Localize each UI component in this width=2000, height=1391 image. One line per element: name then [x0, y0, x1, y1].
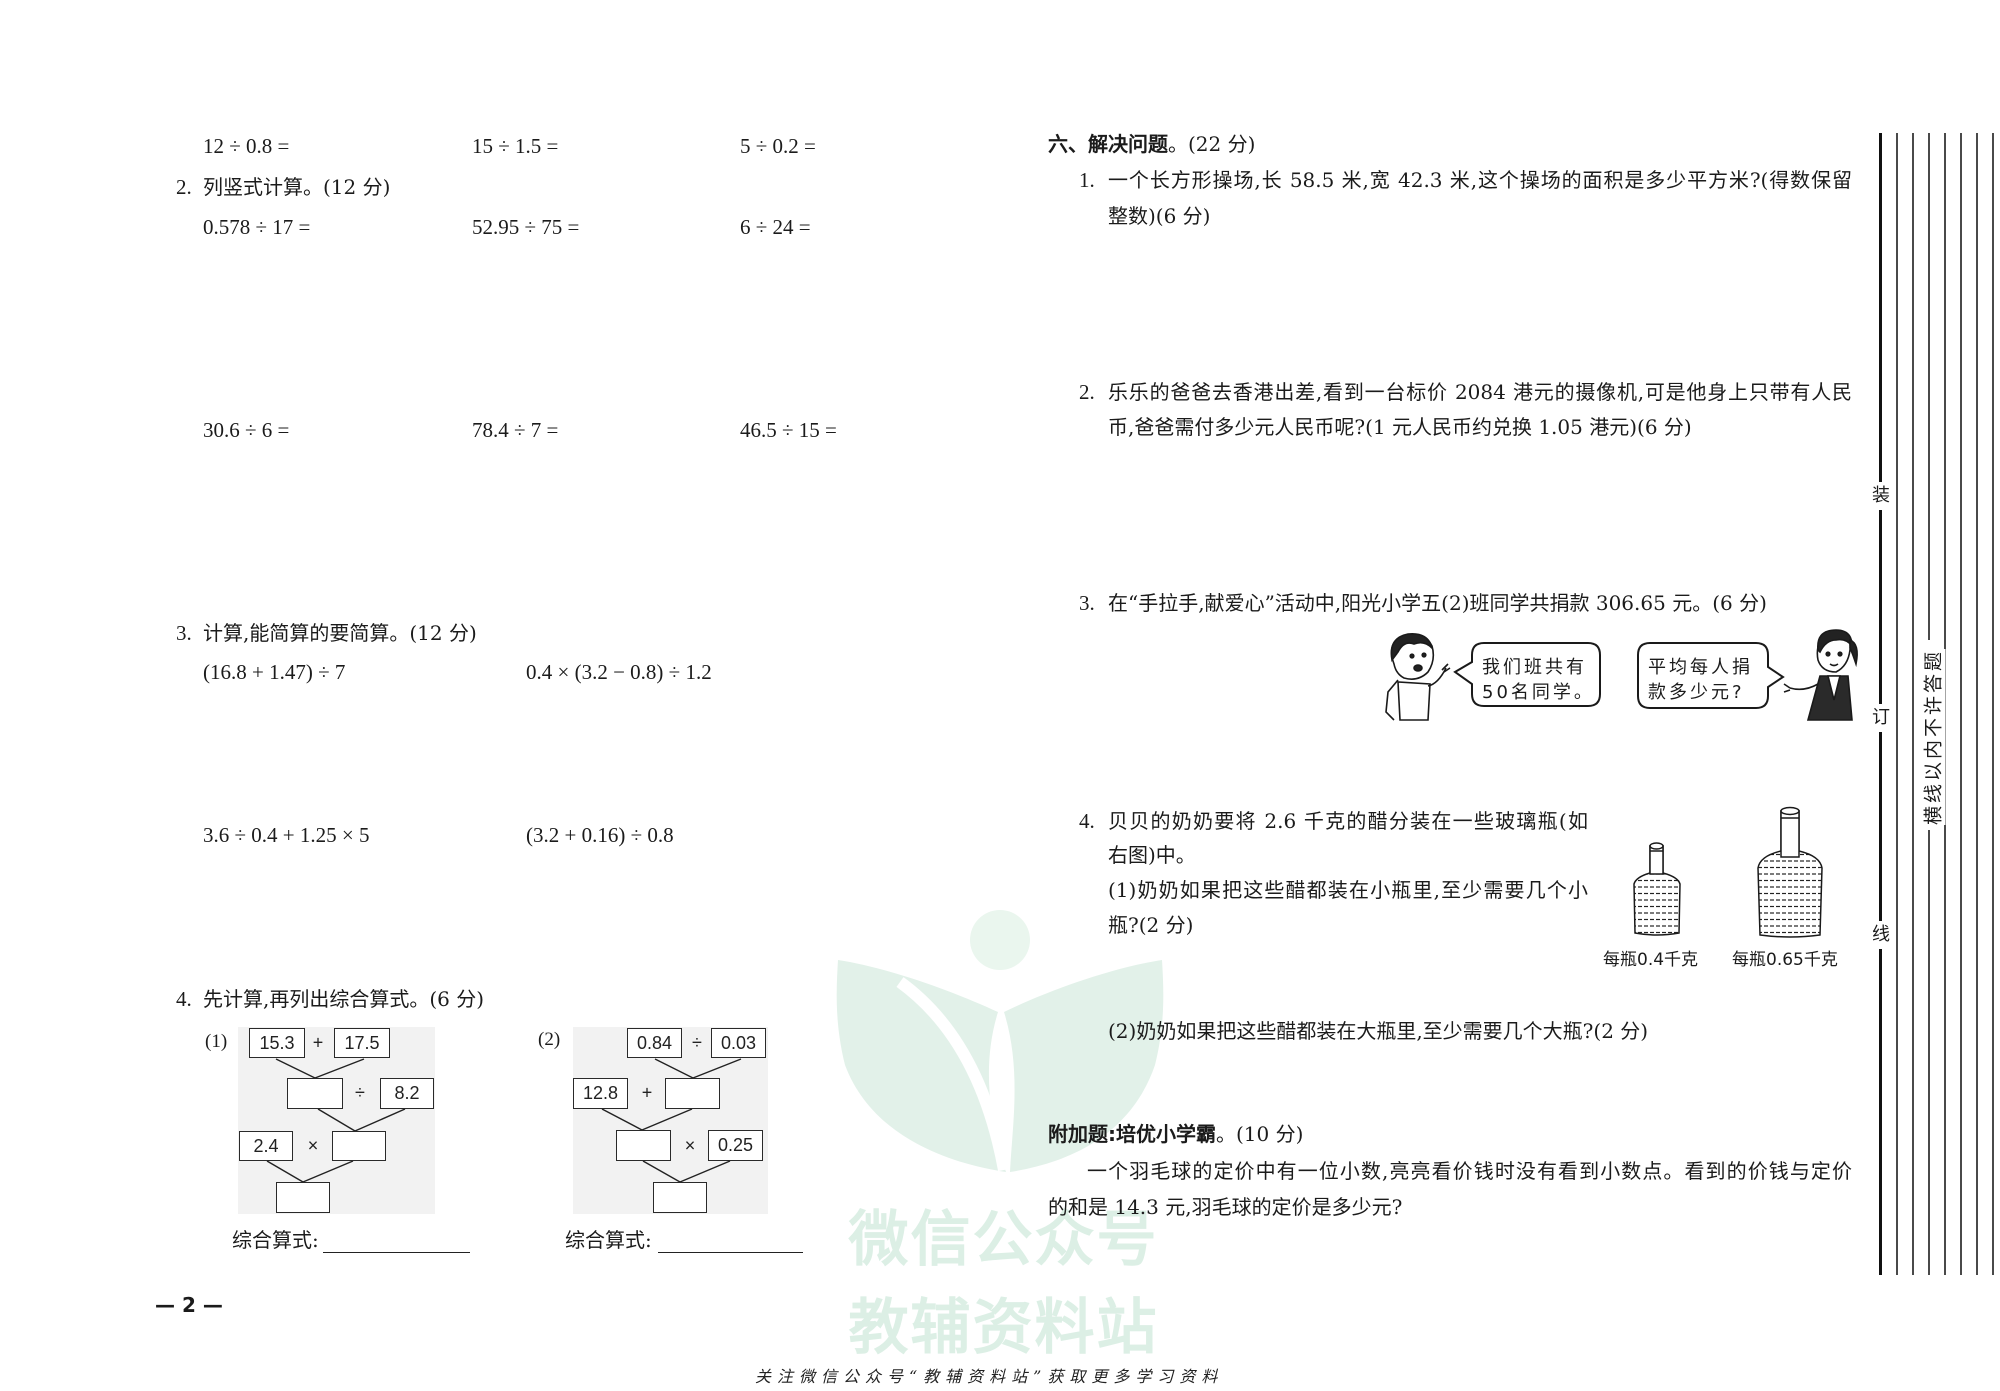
binding-line — [1912, 133, 1914, 1275]
bubble-line: 50名同学。 — [1482, 682, 1595, 703]
question-text: 右图)中。 — [1108, 843, 1196, 867]
vertical-calc-item: 46.5 ÷ 15 = — [740, 418, 837, 442]
operator-symbol: + — [641, 1082, 653, 1103]
bubble-line: 我们班共有 — [1482, 657, 1587, 678]
operator-symbol: × — [684, 1135, 696, 1156]
small-bottle-caption: 每瓶0.4千克 — [1603, 950, 1699, 970]
question-number: 1. — [1079, 168, 1095, 192]
bonus-question-text: 一个羽毛球的定价中有一位小数,亮亮看价钱时没有看到小数点。看到的价钱与定价 — [1087, 1159, 1852, 1183]
bonus-title-bold: 附加题:培优小学霸 — [1048, 1122, 1216, 1146]
large-bottle-icon — [1757, 806, 1823, 938]
question-text: 一个长方形操场,长 58.5 米,宽 42.3 米,这个操场的面积是多少平方米?… — [1108, 168, 1852, 192]
question-text: 在“手拉手,献爱心”活动中,阳光小学五(2)班同学共捐款 306.65 元。(6… — [1108, 591, 1767, 615]
diagram-result-box — [653, 1182, 707, 1213]
question-title: 列竖式计算。(12 分) — [203, 175, 391, 199]
question-title: 计算,能简算的要简算。(12 分) — [203, 621, 477, 645]
binding-line — [1928, 830, 1930, 1275]
vertical-calc-item: 0.578 ÷ 17 = — [203, 215, 311, 239]
question-number: 4. — [1079, 809, 1095, 833]
diagram-box: 0.25 — [708, 1130, 763, 1161]
diagram-label: (1) — [205, 1031, 228, 1052]
section-title-score: 。(22 分) — [1168, 132, 1256, 156]
bonus-title-score: 。(10 分) — [1216, 1122, 1304, 1146]
binding-line — [1960, 133, 1962, 1275]
speech-bubble-boy-text: 我们班共有 50名同学。 — [1482, 655, 1595, 705]
simplify-calc-item: (16.8 + 1.47) ÷ 7 — [203, 660, 346, 684]
diagram-label: (2) — [538, 1029, 561, 1050]
diagram-box: 17.5 — [334, 1028, 390, 1058]
watermark-text-line2: 教辅资料站 — [848, 1293, 1159, 1363]
watermark-text-line1: 微信公众号 — [848, 1205, 1159, 1275]
girl-illustration-icon — [1783, 629, 1858, 721]
page-number: — 2 — — [155, 1293, 223, 1317]
binding-line — [1896, 133, 1898, 1275]
question-text: 贝贝的奶奶要将 2.6 千克的醋分装在一些玻璃瓶(如 — [1108, 809, 1588, 833]
vertical-calc-item: 52.95 ÷ 75 = — [472, 215, 580, 239]
combined-formula-label: 综合算式: — [565, 1228, 652, 1252]
small-bottle-icon — [1633, 842, 1681, 936]
diagram-answer-box — [665, 1078, 720, 1109]
binding-mark: 装 — [1872, 482, 1890, 510]
sub-question-text: 瓶?(2 分) — [1108, 913, 1194, 937]
diagram-box: 0.84 — [627, 1028, 682, 1058]
bubble-line: 平均每人捐 — [1648, 657, 1753, 678]
bonus-title: 附加题:培优小学霸。(10 分) — [1048, 1121, 1303, 1147]
boy-illustration-icon — [1385, 632, 1451, 721]
vertical-calc-item: 6 ÷ 24 = — [740, 215, 811, 239]
simplify-calc-item: (3.2 + 0.16) ÷ 0.8 — [526, 823, 674, 847]
combined-formula-answer-line — [323, 1252, 470, 1253]
diagram-answer-box — [287, 1078, 343, 1109]
speech-bubble-girl-text: 平均每人捐 款多少元? — [1648, 655, 1753, 705]
oral-calc-item: 5 ÷ 0.2 = — [740, 134, 816, 158]
operator-symbol: × — [307, 1135, 319, 1156]
operator-symbol: + — [312, 1032, 324, 1053]
large-bottle-caption: 每瓶0.65千克 — [1732, 950, 1838, 970]
question-number: 3. — [1079, 591, 1095, 615]
diagram-box: 15.3 — [249, 1028, 305, 1058]
diagram-answer-box — [332, 1131, 386, 1161]
combined-formula-answer-line — [658, 1252, 803, 1253]
vertical-calc-item: 30.6 ÷ 6 = — [203, 418, 290, 442]
binding-line — [1928, 133, 1930, 640]
diagram-answer-box — [616, 1130, 671, 1161]
binding-line — [1992, 133, 1994, 1275]
vertical-calc-item: 78.4 ÷ 7 = — [472, 418, 559, 442]
sub-question-text: (1)奶奶如果把这些醋都装在小瓶里,至少需要几个小 — [1108, 878, 1588, 902]
oral-calc-item: 12 ÷ 0.8 = — [203, 134, 290, 158]
question-text: 乐乐的爸爸去香港出差,看到一台标价 2084 港元的摄像机,可是他身上只带有人民 — [1108, 380, 1852, 404]
question-text: 整数)(6 分) — [1108, 204, 1211, 228]
question-number: 2. — [176, 175, 192, 199]
watermark-logo-icon — [836, 910, 1164, 1172]
question-text: 币,爸爸需付多少元人民币呢?(1 元人民币约兑换 1.05 港元)(6 分) — [1108, 415, 1692, 439]
question-number: 2. — [1079, 380, 1095, 404]
combined-formula-label: 综合算式: — [232, 1228, 319, 1252]
no-answer-notice: 横线以内不许答题 — [1918, 648, 1946, 826]
simplify-calc-item: 0.4 × (3.2 − 0.8) ÷ 1.2 — [526, 660, 712, 684]
diagram-box: 12.8 — [573, 1078, 628, 1109]
diagram-result-box — [276, 1182, 330, 1213]
operator-symbol: ÷ — [692, 1032, 702, 1053]
bonus-question-text: 的和是 14.3 元,羽毛球的定价是多少元? — [1048, 1195, 1403, 1219]
sub-question-text: (2)奶奶如果把这些醋都装在大瓶里,至少需要几个大瓶?(2 分) — [1108, 1019, 1649, 1043]
bubble-line: 款多少元? — [1648, 682, 1745, 703]
section-title-bold: 六、解决问题 — [1048, 132, 1168, 156]
question-number: 4. — [176, 987, 192, 1011]
footer-note: 关注微信公众号“教辅资料站”获取更多学习资料 — [755, 1367, 1224, 1386]
simplify-calc-item: 3.6 ÷ 0.4 + 1.25 × 5 — [203, 823, 370, 847]
diagram-box: 2.4 — [239, 1131, 293, 1161]
section-title: 六、解决问题。(22 分) — [1048, 131, 1255, 157]
binding-mark: 订 — [1872, 704, 1890, 732]
question-number: 3. — [176, 621, 192, 645]
operator-symbol: ÷ — [355, 1082, 365, 1103]
binding-line — [1976, 133, 1978, 1275]
oral-calc-item: 15 ÷ 1.5 = — [472, 134, 559, 158]
binding-mark: 线 — [1872, 921, 1890, 949]
diagram-box: 0.03 — [711, 1028, 766, 1058]
question-title: 先计算,再列出综合算式。(6 分) — [203, 987, 485, 1011]
diagram-box: 8.2 — [380, 1078, 434, 1109]
